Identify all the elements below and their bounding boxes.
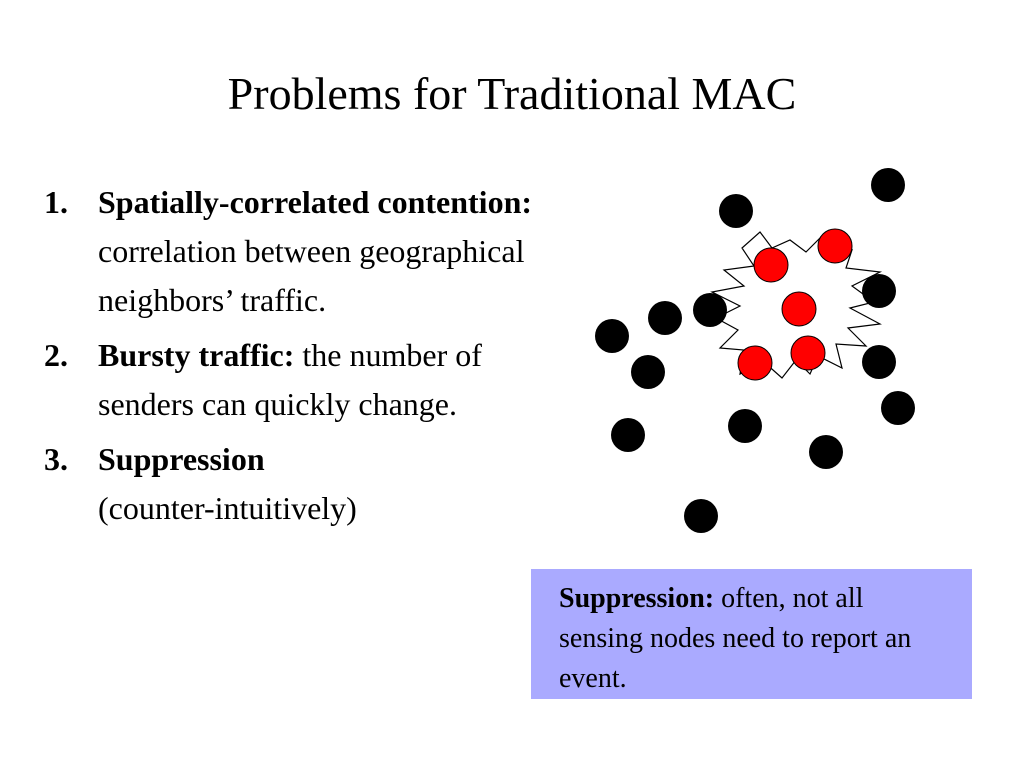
sensor-node bbox=[809, 435, 843, 469]
sensing-node bbox=[737, 345, 773, 381]
list-item: 1. Spatially-correlated contention: corr… bbox=[44, 178, 544, 325]
sensor-node bbox=[595, 319, 629, 353]
note-body: often, not all sensing nodes need to rep… bbox=[559, 583, 912, 694]
item-body: correlation between geographical neighbo… bbox=[98, 233, 525, 318]
sensor-node bbox=[719, 194, 753, 228]
slide-title: Problems for Traditional MAC bbox=[227, 68, 797, 119]
item-number: 1. bbox=[44, 184, 68, 220]
sensor-node bbox=[862, 274, 896, 308]
sensing-node bbox=[790, 335, 826, 371]
sensor-node bbox=[728, 409, 762, 443]
item-body: (counter-intuitively) bbox=[98, 490, 357, 526]
item-heading: Suppression bbox=[98, 441, 265, 477]
sensor-node bbox=[648, 301, 682, 335]
item-number: 2. bbox=[44, 337, 68, 373]
sensing-node bbox=[817, 228, 853, 264]
item-heading: Spatially-correlated contention: bbox=[98, 184, 533, 220]
sensing-node bbox=[781, 291, 817, 327]
sensor-node bbox=[684, 499, 718, 533]
item-number: 3. bbox=[44, 441, 68, 477]
list-item: 3. Suppression (counter-intuitively) bbox=[44, 435, 544, 533]
sensor-node bbox=[693, 293, 727, 327]
sensor-node bbox=[631, 355, 665, 389]
item-body: the number of senders can quickly change… bbox=[98, 337, 482, 422]
red-nodes bbox=[737, 228, 853, 381]
sensor-node bbox=[881, 391, 915, 425]
black-nodes bbox=[595, 168, 915, 533]
problem-list: 1. Spatially-correlated contention: corr… bbox=[44, 178, 544, 539]
list-item: 2. Bursty traffic: the number of senders… bbox=[44, 331, 544, 429]
sensor-node bbox=[862, 345, 896, 379]
sensor-node bbox=[611, 418, 645, 452]
suppression-note: Suppression: often, not all sensing node… bbox=[531, 569, 972, 699]
sensing-node bbox=[753, 247, 789, 283]
sensor-node bbox=[871, 168, 905, 202]
note-heading: Suppression: bbox=[559, 583, 715, 614]
item-heading: Bursty traffic: bbox=[98, 337, 295, 373]
